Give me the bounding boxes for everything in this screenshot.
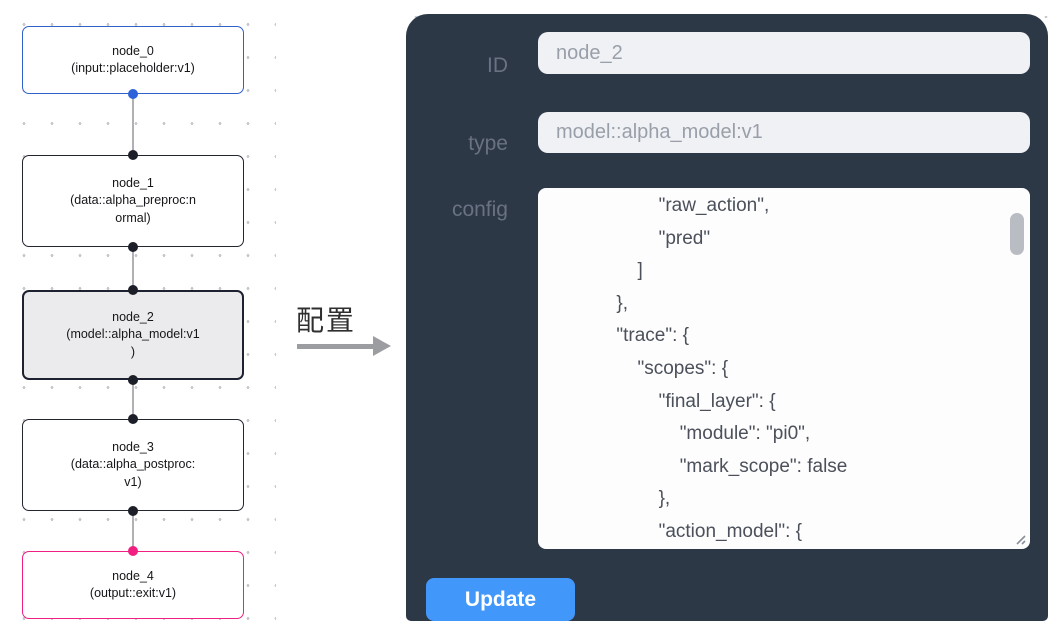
id-label: ID: [487, 54, 508, 77]
node-label: node_4 (output::exit:v1): [89, 568, 177, 601]
graph-node-node_1[interactable]: node_1 (data::alpha_preproc:n ormal): [22, 155, 244, 247]
resize-grip-icon[interactable]: [1011, 530, 1027, 546]
node-label: node_2 (model::alpha_model:v1 ): [66, 309, 200, 359]
arrow-icon: [297, 344, 374, 349]
port-node_2-out[interactable]: [128, 375, 138, 385]
graph-node-node_2[interactable]: node_2 (model::alpha_model:v1 ): [22, 290, 244, 380]
type-input[interactable]: [538, 112, 1030, 153]
port-node_3-out[interactable]: [128, 506, 138, 516]
port-node_1-in[interactable]: [128, 150, 138, 160]
config-textarea[interactable]: "raw_action", "pred" ] }, "trace": { "sc…: [538, 188, 1030, 549]
edge-node_3-node_4: [132, 511, 134, 551]
type-label: type: [468, 132, 508, 155]
edge-node_2-node_3: [132, 380, 134, 419]
graph-node-node_4[interactable]: node_4 (output::exit:v1): [22, 551, 244, 619]
update-button[interactable]: Update: [426, 578, 575, 621]
scrollbar-thumb[interactable]: [1010, 213, 1024, 255]
port-node_1-out[interactable]: [128, 242, 138, 252]
edge-node_1-node_2: [132, 247, 134, 290]
id-input[interactable]: [538, 32, 1030, 74]
graph-node-node_3[interactable]: node_3 (data::alpha_postproc: v1): [22, 419, 244, 511]
config-editor: "raw_action", "pred" ] }, "trace": { "sc…: [538, 188, 1030, 549]
node-label: node_3 (data::alpha_postproc: v1): [70, 439, 196, 489]
port-node_3-in[interactable]: [128, 414, 138, 424]
config-panel: ID type config "raw_action", "pred" ] },…: [406, 14, 1048, 621]
node-label: node_1 (data::alpha_preproc:n ormal): [70, 175, 196, 225]
graph-node-node_0[interactable]: node_0 (input::placeholder:v1): [22, 26, 244, 94]
port-node_4-in[interactable]: [128, 546, 138, 556]
config-label: config: [451, 198, 508, 221]
node-label: node_0 (input::placeholder:v1): [71, 43, 195, 76]
port-node_2-in[interactable]: [128, 285, 138, 295]
port-node_0-out[interactable]: [128, 89, 138, 99]
edge-node_0-node_1: [132, 94, 134, 155]
configure-label: 配置: [296, 305, 357, 336]
arrow-head-icon: [373, 336, 391, 356]
